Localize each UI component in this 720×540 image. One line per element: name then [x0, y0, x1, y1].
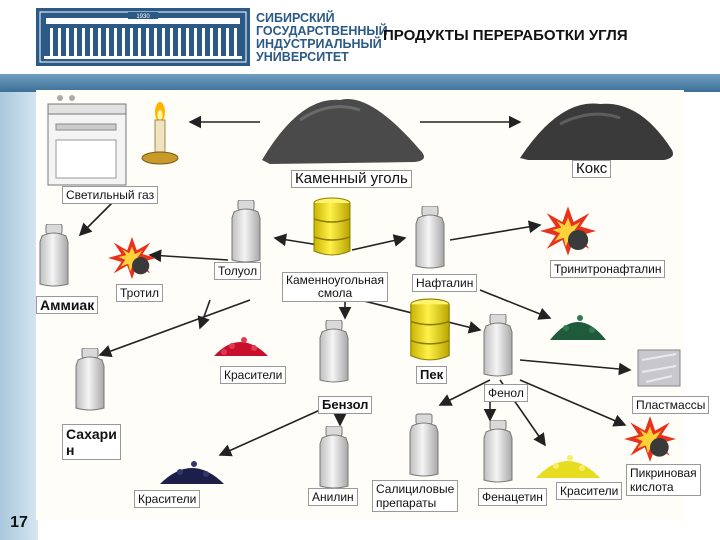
- coal-tar-label: Каменноугольная смола: [282, 272, 388, 302]
- university-line: ИНДУСТРИАЛЬНЫЙ: [256, 37, 382, 51]
- salicyl-bottle-icon: [409, 413, 439, 477]
- coal-pile-icon: [262, 99, 424, 164]
- header: 1930 СИБИРСКИЙ ГОСУДАРСТВЕННЫЙ ИНДУСТРИА…: [0, 0, 720, 72]
- salicyl-label: Салициловые препараты: [372, 480, 459, 512]
- benzene-label: Бензол: [318, 396, 373, 414]
- dyes-label-1: Красители: [220, 366, 287, 384]
- coal-tar-barrel-icon: [313, 197, 351, 256]
- picric-acid-label: Пикриновая кислота: [626, 464, 701, 496]
- coke-label: Кокс: [572, 160, 612, 178]
- ammonia-bottle-icon: [39, 224, 69, 287]
- gas-label: Светильный газ: [62, 186, 159, 204]
- university-line: СИБИРСКИЙ: [256, 11, 335, 25]
- page-number: 17: [10, 514, 28, 531]
- trotyl-explosion-icon: [108, 236, 156, 280]
- trinitronaphthalene-label: Тринитронафталин: [550, 260, 666, 278]
- naphthalene-label: Нафталин: [412, 274, 478, 292]
- trotyl-label: Тротил: [116, 284, 163, 302]
- picric-acid-explosion-icon: [624, 416, 676, 462]
- coal-label: Каменный уголь: [291, 170, 412, 188]
- saccharin-label-line: н: [66, 442, 75, 458]
- salicyl-label-line: препараты: [376, 496, 437, 510]
- aniline-label: Анилин: [308, 488, 358, 506]
- gas-stove-icon: [47, 95, 127, 186]
- toluene-bottle-icon: [231, 200, 261, 263]
- coal-tar-label-line: смола: [317, 286, 353, 300]
- university-name: СИБИРСКИЙ ГОСУДАРСТВЕННЫЙ ИНДУСТРИАЛЬНЫЙ…: [256, 11, 388, 64]
- picric-acid-label-line: Пикриновая: [630, 466, 697, 480]
- picric-acid-label-line: кислота: [630, 480, 674, 494]
- toluene-label: Толуол: [214, 262, 262, 280]
- logo-year: 1930: [136, 14, 150, 20]
- salicyl-label-line: Салициловые: [376, 482, 455, 496]
- benzene-bottle-icon: [319, 320, 349, 383]
- header-bar: [0, 74, 720, 92]
- coal-tar-label-line: Каменноугольная: [286, 273, 384, 287]
- university-line: УНИВЕРСИТЕТ: [256, 50, 349, 64]
- phenacetin-bottle-icon: [483, 420, 513, 483]
- trinitronaphthalene-explosion-icon: [540, 206, 596, 256]
- dyes-label-3: Красители: [556, 482, 623, 500]
- university-building-logo: 1930: [36, 8, 250, 66]
- phenacetin-label: Фенацетин: [478, 488, 547, 506]
- phenol-label: Фенол: [484, 384, 528, 402]
- university-line: ГОСУДАРСТВЕННЫЙ: [256, 24, 388, 38]
- ammonia-label: Аммиак: [36, 296, 99, 314]
- coke-pile-icon: [520, 103, 673, 160]
- plastics-sample-icon: [637, 349, 681, 387]
- candle-burner-icon: [141, 102, 179, 165]
- pitch-label: Пек: [416, 366, 448, 384]
- navy-dye-pile-icon: [160, 461, 224, 484]
- left-strip: [0, 92, 38, 540]
- aniline-bottle-icon: [319, 426, 349, 489]
- saccharin-label: Сахари н: [62, 424, 121, 460]
- slide-title: ПРОДУКТЫ ПЕРЕРАБОТКИ УГЛЯ: [383, 27, 628, 44]
- plastics-label: Пластмассы: [632, 396, 710, 414]
- pitch-barrel-icon: [409, 298, 451, 361]
- green-dye-pile-icon: [550, 315, 606, 340]
- phenol-bottle-icon: [483, 314, 513, 377]
- red-dye-pile-icon: [214, 337, 268, 356]
- yellow-dye-pile-icon: [536, 455, 600, 478]
- saccharin-bottle-icon: [75, 348, 105, 411]
- dyes-label-2: Красители: [134, 490, 201, 508]
- saccharin-label-line: Сахари: [66, 426, 117, 442]
- naphthalene-bottle-icon: [415, 206, 445, 269]
